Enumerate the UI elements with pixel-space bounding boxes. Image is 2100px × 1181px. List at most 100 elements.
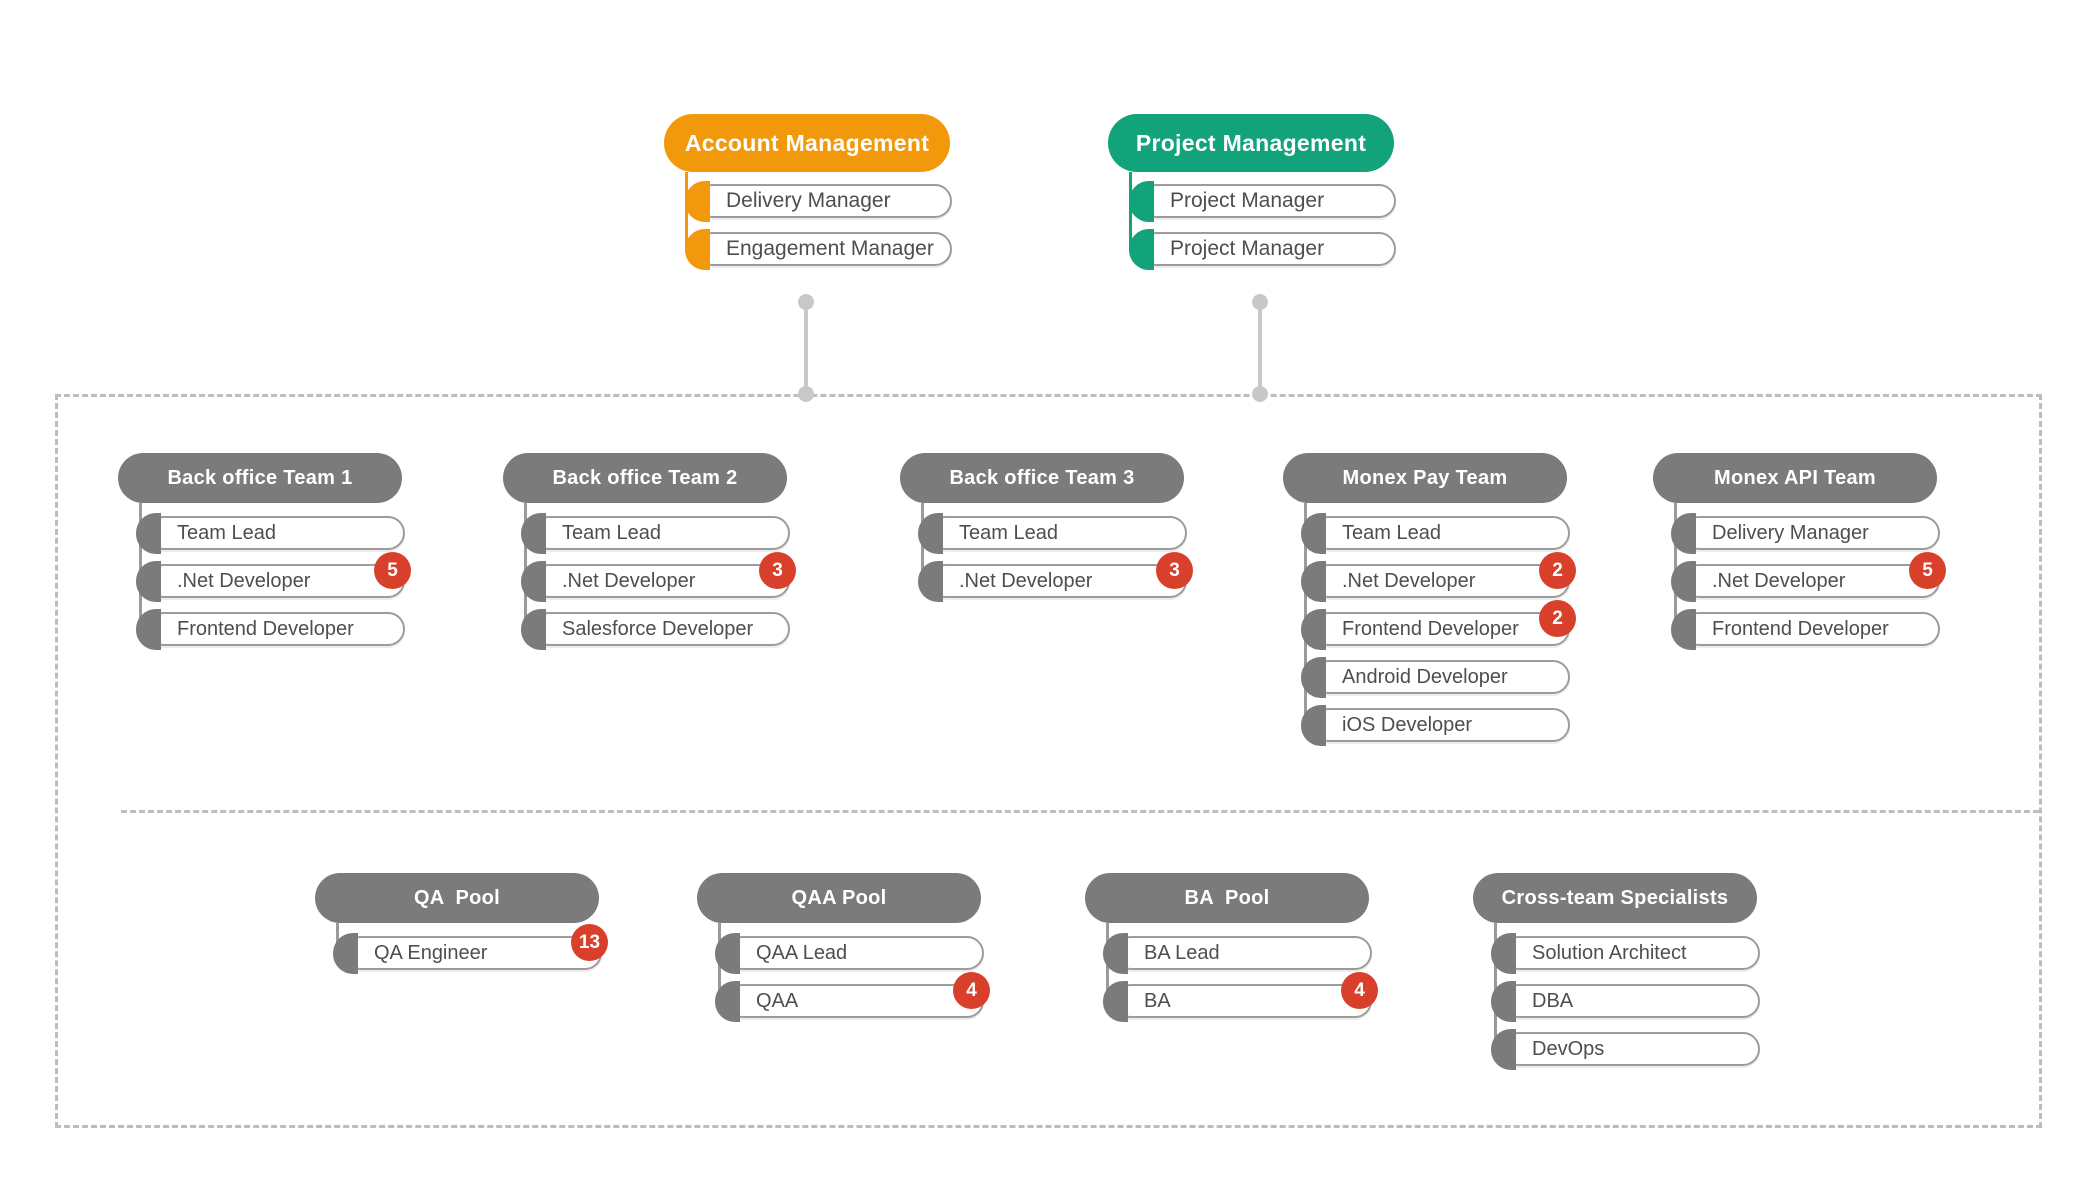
role-label: .Net Developer bbox=[1712, 569, 1846, 592]
role-label: .Net Developer bbox=[562, 569, 696, 592]
role-pill: .Net Developer 3 bbox=[918, 552, 1193, 602]
group-header: QA Pool bbox=[315, 873, 599, 923]
headcount-badge: 3 bbox=[759, 552, 796, 589]
pill-tab bbox=[1671, 561, 1696, 602]
role-pill: .Net Developer 3 bbox=[521, 552, 796, 602]
role-label: Delivery Manager bbox=[726, 189, 891, 212]
role-label: Android Developer bbox=[1342, 665, 1508, 688]
role-label: Project Manager bbox=[1170, 237, 1325, 260]
headcount-badge: 2 bbox=[1539, 600, 1576, 637]
role-pill: Team Lead bbox=[918, 513, 1187, 554]
role-label: .Net Developer bbox=[177, 569, 311, 592]
headcount-badge: 3 bbox=[1156, 552, 1193, 589]
headcount-badge: 13 bbox=[571, 924, 608, 961]
pill-tab bbox=[1491, 1029, 1516, 1070]
group-connector-line bbox=[139, 503, 142, 629]
pill-tab bbox=[1301, 513, 1326, 554]
role-label: QAA Lead bbox=[756, 941, 848, 964]
pill-tab bbox=[1129, 181, 1154, 222]
role-pill: QAA Lead bbox=[715, 933, 984, 974]
role-label: Team Lead bbox=[1342, 521, 1441, 544]
role-pill: Frontend Developer 2 bbox=[1301, 600, 1576, 650]
pill-tab bbox=[715, 981, 740, 1022]
teams-container-box bbox=[55, 394, 2042, 1128]
group-header-label: QAA Pool bbox=[791, 886, 887, 909]
group-header-label: BA Pool bbox=[1184, 886, 1270, 909]
pill-tab bbox=[918, 513, 943, 554]
role-pill: Team Lead bbox=[521, 513, 790, 554]
role-label: QA Engineer bbox=[374, 941, 488, 964]
role-label: Engagement Manager bbox=[726, 237, 934, 260]
role-label: .Net Developer bbox=[959, 569, 1093, 592]
pill-tab bbox=[1671, 609, 1696, 650]
group-header: Monex API Team bbox=[1653, 453, 1937, 503]
role-label: BA bbox=[1144, 989, 1171, 1012]
role-label: Frontend Developer bbox=[1342, 617, 1519, 640]
drop-connector bbox=[798, 294, 814, 402]
pill-tab bbox=[1671, 513, 1696, 554]
group-header-label: Back office Team 2 bbox=[552, 466, 738, 489]
role-label: iOS Developer bbox=[1342, 713, 1473, 736]
group-connector-line bbox=[1494, 923, 1497, 1049]
role-pill: BA 4 bbox=[1103, 972, 1378, 1022]
pill-tab bbox=[918, 561, 943, 602]
group-header-label: Project Management bbox=[1135, 129, 1367, 156]
headcount-badge: 5 bbox=[1909, 552, 1946, 589]
role-label: DevOps bbox=[1532, 1037, 1605, 1060]
group-header: BA Pool bbox=[1085, 873, 1369, 923]
role-pill: Delivery Manager bbox=[1671, 513, 1940, 554]
group-header-label: Account Management bbox=[684, 129, 930, 156]
role-pill: Solution Architect bbox=[1491, 933, 1760, 974]
pill-tab bbox=[715, 933, 740, 974]
pill-tab bbox=[136, 609, 161, 650]
pill-tab bbox=[685, 181, 710, 222]
role-label: .Net Developer bbox=[1342, 569, 1476, 592]
group-connector-line bbox=[524, 503, 527, 629]
group-connector-line bbox=[1304, 503, 1307, 725]
role-pill: iOS Developer bbox=[1301, 705, 1570, 746]
group-header-label: Cross-team Specialists bbox=[1501, 886, 1729, 909]
role-pill: Salesforce Developer bbox=[521, 609, 790, 650]
group-header: Back office Team 3 bbox=[900, 453, 1184, 503]
group-header-label: QA Pool bbox=[413, 886, 501, 909]
pill-tab bbox=[136, 513, 161, 554]
role-pill: Frontend Developer bbox=[1671, 609, 1940, 650]
pill-tab bbox=[521, 513, 546, 554]
group-header: Account Management bbox=[664, 114, 950, 172]
role-pill: Delivery Manager bbox=[685, 181, 952, 222]
role-label: Project Manager bbox=[1170, 189, 1325, 212]
role-label: Delivery Manager bbox=[1712, 521, 1869, 544]
role-pill: DevOps bbox=[1491, 1029, 1760, 1070]
pill-tab bbox=[1103, 933, 1128, 974]
role-pill: DBA bbox=[1491, 981, 1760, 1022]
group-header-label: Back office Team 1 bbox=[167, 466, 353, 489]
pill-tab bbox=[333, 933, 358, 974]
role-pill: Project Manager bbox=[1129, 181, 1396, 222]
dashed-divider bbox=[121, 810, 2039, 813]
group-header: Back office Team 2 bbox=[503, 453, 787, 503]
headcount-badge: 4 bbox=[1341, 972, 1378, 1009]
pill-tab bbox=[136, 561, 161, 602]
pill-tab bbox=[685, 229, 710, 270]
role-label: DBA bbox=[1532, 989, 1574, 1012]
role-pill: Project Manager bbox=[1129, 229, 1396, 270]
group-header-label: Back office Team 3 bbox=[949, 466, 1135, 489]
pill-tab bbox=[1491, 981, 1516, 1022]
role-pill: Frontend Developer bbox=[136, 609, 405, 650]
pill-tab bbox=[1103, 981, 1128, 1022]
headcount-badge: 5 bbox=[374, 552, 411, 589]
role-pill: Engagement Manager bbox=[685, 229, 952, 270]
role-pill: QA Engineer 13 bbox=[333, 924, 608, 974]
group-connector-line bbox=[1674, 503, 1677, 629]
